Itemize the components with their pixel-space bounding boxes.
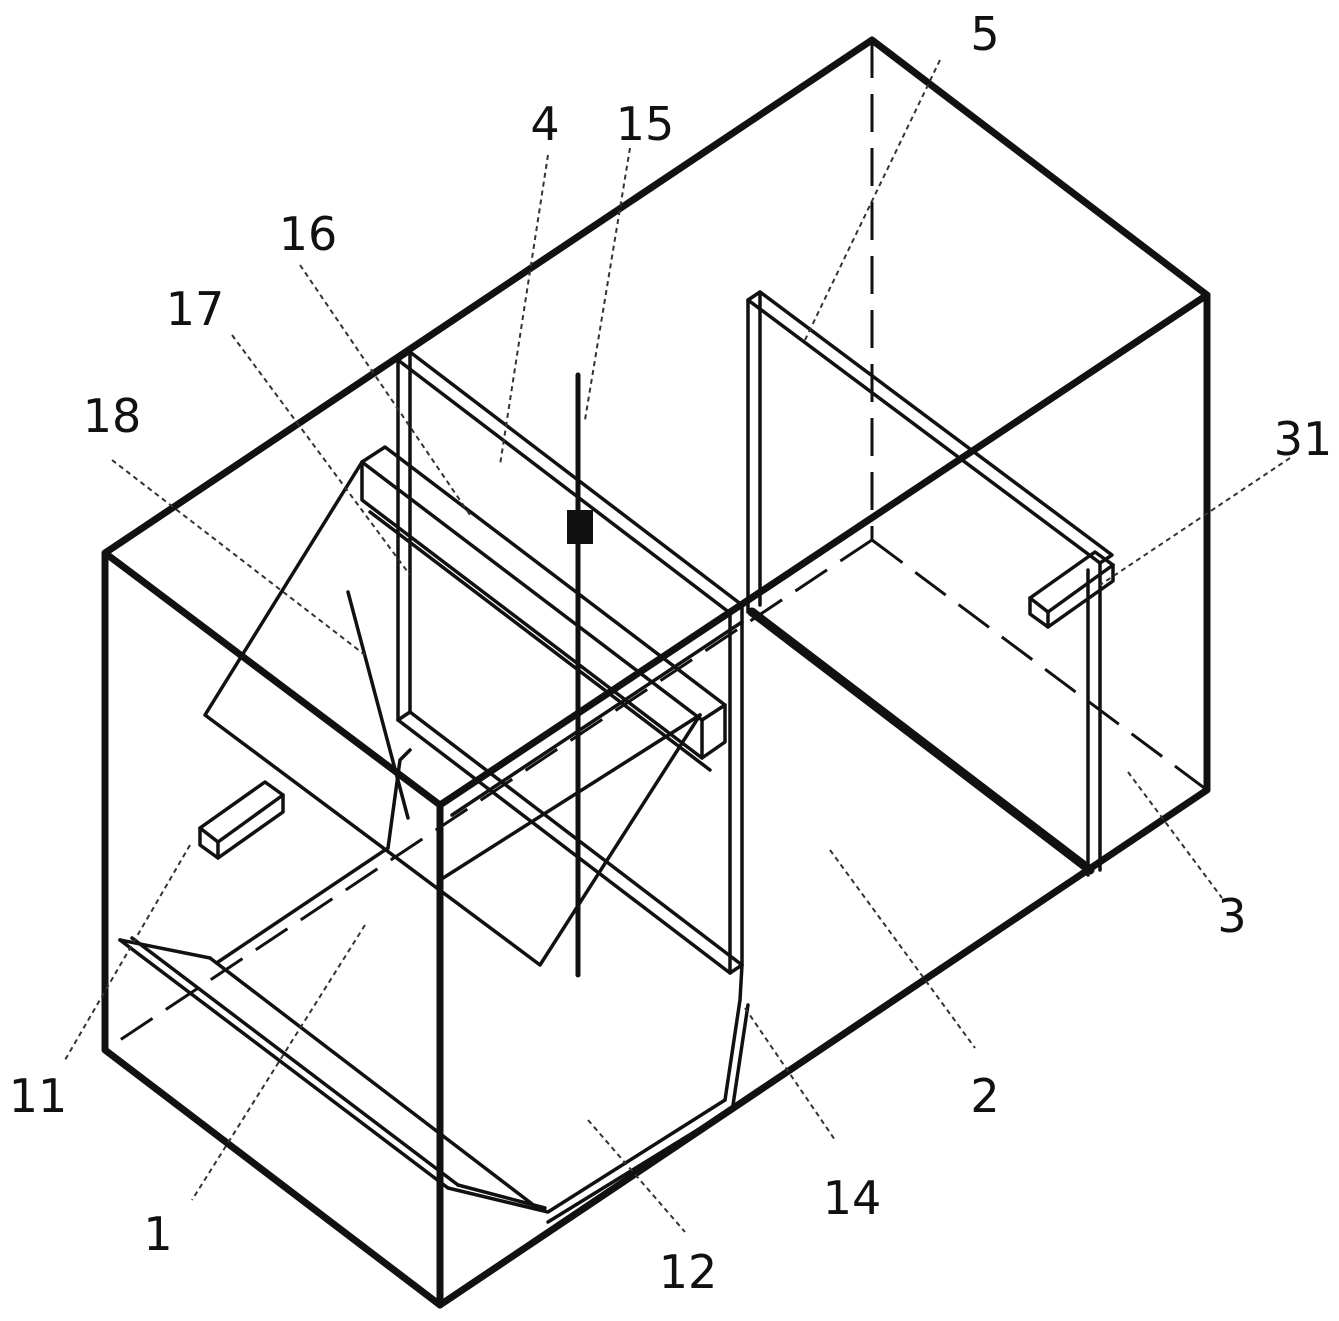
label-4: 4 [530, 97, 559, 151]
partition-4 [396, 350, 744, 975]
rod-15 [567, 372, 593, 978]
label-11: 11 [9, 1069, 68, 1123]
label-5: 5 [970, 7, 999, 61]
label-16: 16 [279, 207, 338, 261]
label-18: 18 [83, 389, 142, 443]
label-31: 31 [1274, 412, 1333, 466]
nozzle-31 [1028, 550, 1115, 629]
label-12: 12 [659, 1245, 718, 1299]
nozzle-11 [198, 780, 285, 860]
label-3: 3 [1217, 889, 1246, 943]
tray-16-17 [360, 445, 727, 772]
label-14: 14 [823, 1171, 882, 1225]
inclined-plate [203, 460, 702, 967]
rod-clamp [567, 510, 593, 544]
partition-5 [746, 290, 1114, 877]
leader-lines [64, 59, 1291, 1233]
label-17: 17 [166, 282, 225, 336]
bottom-baffle [118, 748, 750, 1224]
inner-planes [438, 611, 744, 882]
housing-outline [101, 36, 1211, 1309]
label-2: 2 [970, 1069, 999, 1123]
label-15: 15 [616, 97, 675, 151]
hidden-edges [104, 40, 1208, 1052]
callout-labels: 5 4 15 16 17 18 31 11 1 2 3 12 14 [9, 7, 1333, 1299]
label-1: 1 [143, 1207, 172, 1261]
